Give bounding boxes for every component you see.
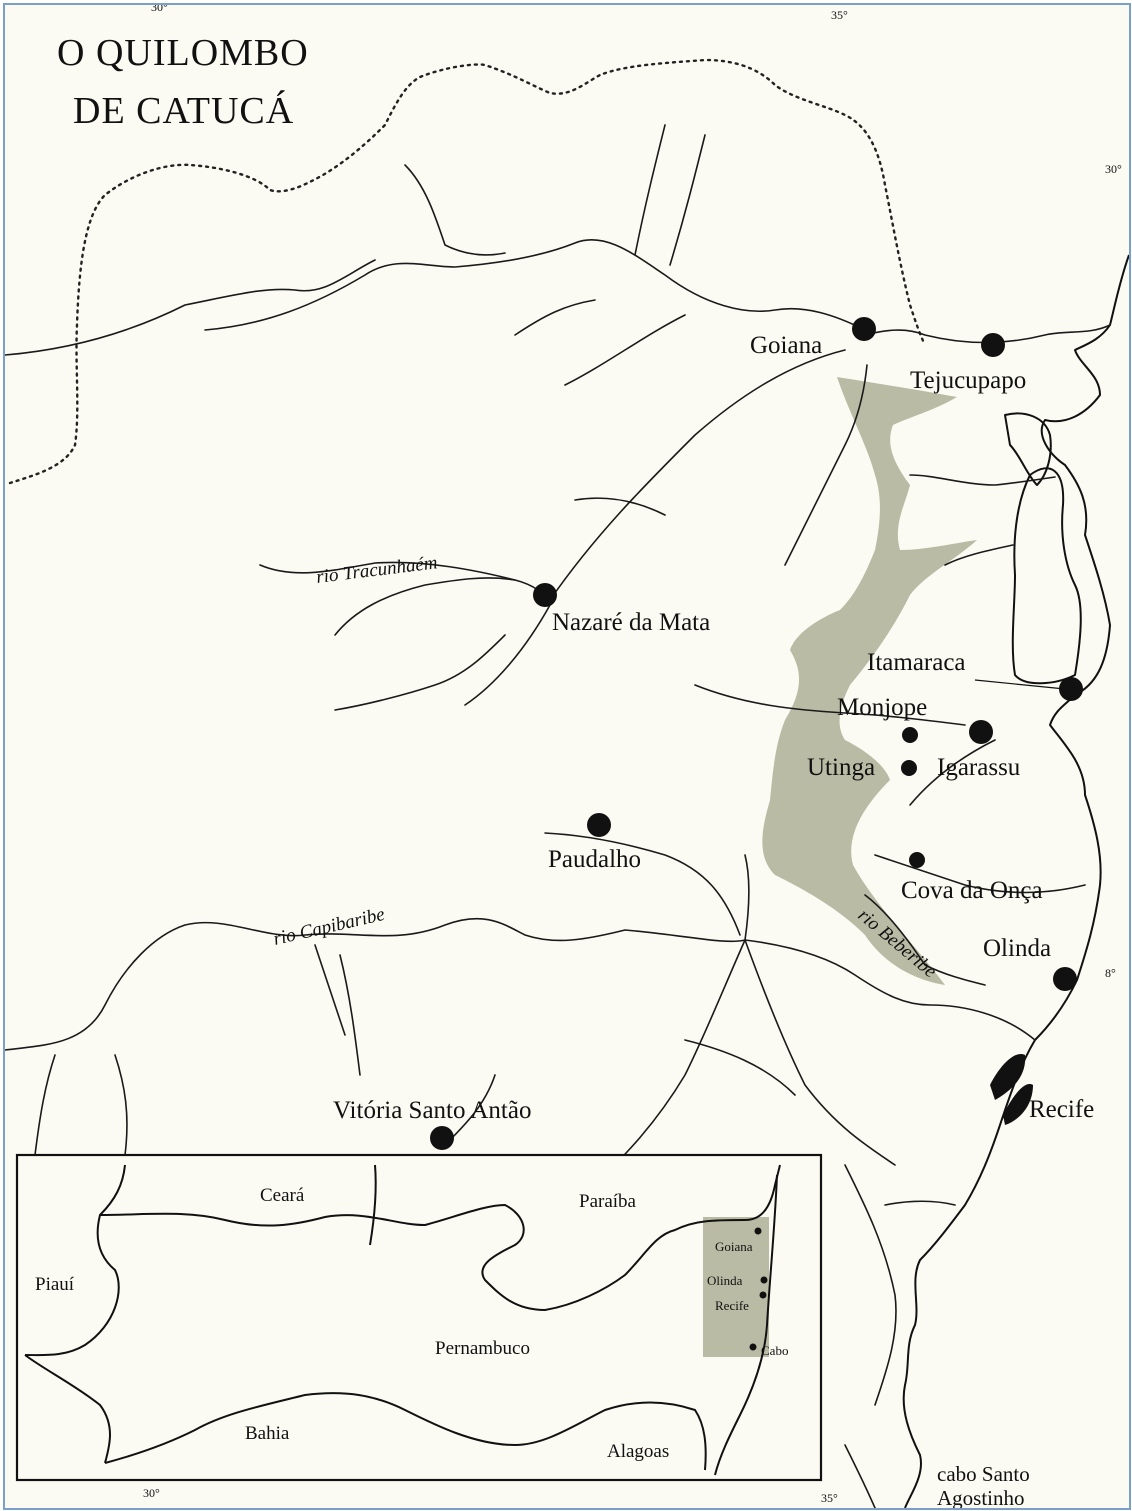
estuary <box>1004 412 1052 486</box>
marker-goiana <box>852 317 876 341</box>
inset-quilombo-area <box>703 1217 769 1357</box>
coastline <box>902 254 1129 1508</box>
marker-olinda <box>1053 967 1077 991</box>
label-paudalho: Paudalho <box>548 846 641 873</box>
inset-label-ceara: Ceará <box>260 1185 305 1206</box>
label-olinda: Olinda <box>983 935 1051 962</box>
coord-right-upper: 30° <box>1105 162 1122 176</box>
map-title-line2: DE CATUCÁ <box>73 90 294 132</box>
river-label-capibaribe: rio Capibaribe <box>271 904 386 950</box>
inset-label-piaui: Piauí <box>35 1274 75 1295</box>
label-vitoria: Vitória Santo Antão <box>333 1097 531 1124</box>
label-goiana: Goiana <box>750 332 822 359</box>
label-utinga: Utinga <box>807 754 875 781</box>
coord-right-lower: 8° <box>1105 966 1116 980</box>
label-itamaraca: Itamaraca <box>867 649 966 676</box>
quilombo-area <box>762 377 977 985</box>
inset-label-paraiba: Paraíba <box>579 1191 637 1212</box>
inset-map: Ceará Paraíba Piauí Pernambuco Bahia Ala… <box>15 1153 823 1482</box>
town-markers <box>430 317 1083 1150</box>
marker-itamaraca <box>1059 677 1083 701</box>
coord-top-left: 30° <box>151 5 168 14</box>
marker-utinga <box>901 760 917 776</box>
marker-nazare <box>533 583 557 607</box>
inset-label-pernambuco: Pernambuco <box>435 1338 530 1359</box>
marker-tejucupapo <box>981 333 1005 357</box>
itamaraca-island <box>1011 467 1082 685</box>
map-title-line1: O QUILOMBO <box>57 32 309 74</box>
inset-label-cabo: Cabo <box>761 1343 788 1358</box>
label-tejucupapo: Tejucupapo <box>910 367 1026 394</box>
recife-island <box>990 1054 1026 1100</box>
marker-igarassu <box>969 720 993 744</box>
marker-vitoria <box>430 1126 454 1150</box>
label-recife: Recife <box>1029 1096 1094 1123</box>
label-cova: Cova da Onça <box>901 877 1043 904</box>
river-label-beberibe: rio Beberibe <box>854 905 941 982</box>
coord-top-right: 35° <box>831 8 848 22</box>
state-border <box>8 58 927 485</box>
river-label-tracunhaem: rio Tracunhaém <box>315 552 439 588</box>
marker-paudalho <box>587 813 611 837</box>
marker-monjope <box>902 727 918 743</box>
coord-bottom-right: 35° <box>821 1491 838 1505</box>
map-frame: Ceará Paraíba Piauí Pernambuco Bahia Ala… <box>3 3 1131 1510</box>
recife-island-2 <box>1003 1084 1033 1125</box>
inset-label-olinda: Olinda <box>707 1273 743 1288</box>
marker-cova <box>909 852 925 868</box>
label-nazare: Nazaré da Mata <box>552 609 710 636</box>
rivers <box>5 124 1111 1508</box>
inset-label-alagoas: Alagoas <box>607 1441 669 1462</box>
label-igarassu: Igarassu <box>937 754 1021 781</box>
label-monjope: Monjope <box>837 694 927 721</box>
label-cabo-line2: Agostinho <box>937 1486 1025 1508</box>
inset-label-goiana: Goiana <box>715 1239 753 1254</box>
inset-label-bahia: Bahia <box>245 1423 290 1444</box>
map-canvas: Ceará Paraíba Piauí Pernambuco Bahia Ala… <box>5 5 1129 1508</box>
label-cabo-line1: cabo Santo <box>937 1462 1030 1486</box>
coord-bottom-left: 30° <box>143 1486 160 1500</box>
inset-label-recife: Recife <box>715 1298 749 1313</box>
